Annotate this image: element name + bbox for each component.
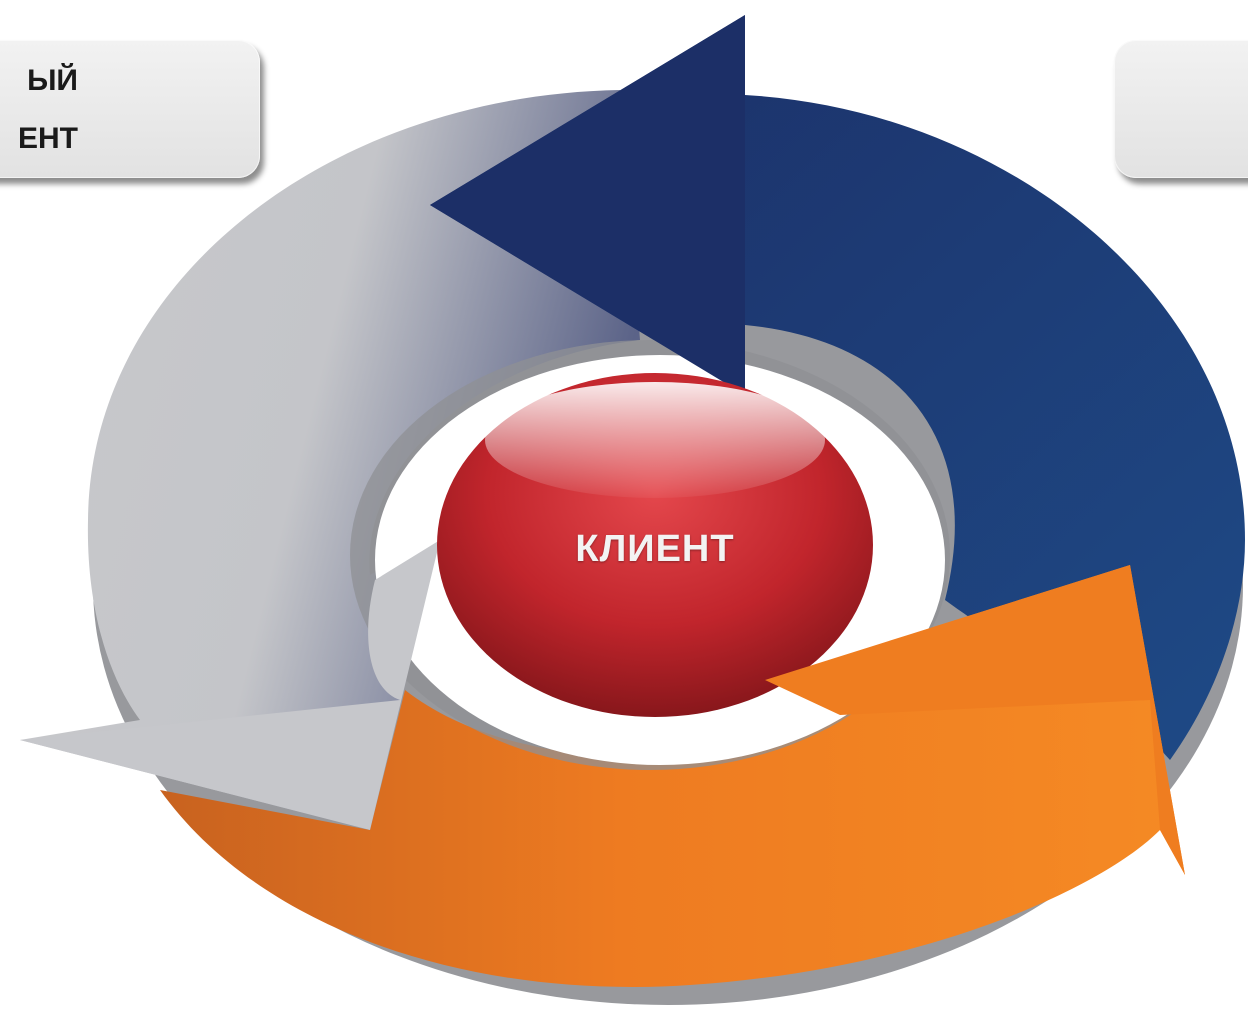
gray-arrow: [20, 90, 640, 830]
left-label-line-1: ЫЙ: [27, 64, 78, 97]
orange-arrow-head: [765, 565, 1185, 875]
left-label-box: ЫЙ ЕНТ: [0, 40, 260, 178]
gray-arrow-head: [20, 540, 440, 830]
left-label-line-2: ЕНТ: [18, 122, 78, 155]
center-label: КЛИЕНТ: [575, 528, 735, 570]
center-sphere-highlight: [485, 382, 825, 498]
right-label-box: [1114, 40, 1248, 178]
navy-arrow-head: [430, 15, 745, 395]
